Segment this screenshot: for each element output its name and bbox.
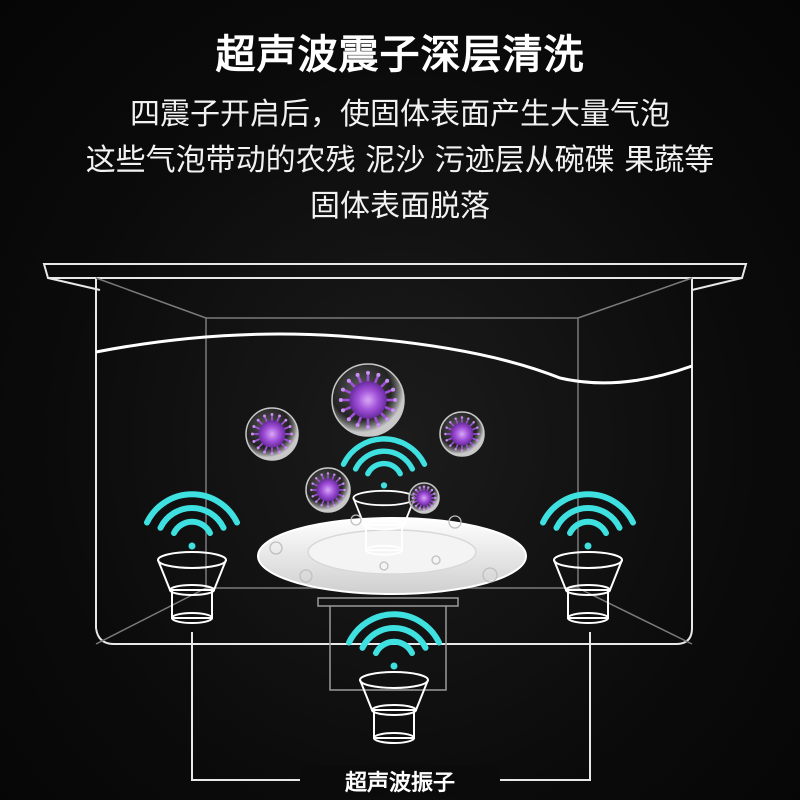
- germ-bubble-icon: [305, 467, 351, 513]
- ultrasonic-wave-icon: [540, 491, 636, 550]
- germ-bubble-icon: [331, 363, 405, 437]
- transducer-1: [144, 491, 240, 624]
- transducer-bracket: [191, 632, 591, 781]
- germ-group: [245, 363, 485, 514]
- transducer-4: [340, 436, 428, 556]
- plate: [257, 517, 527, 595]
- description-line-1: 四震子开启后，使固体表面产生大量气泡: [130, 97, 670, 132]
- transducer-group: [144, 436, 636, 744]
- germ-bubble-icon: [245, 407, 299, 461]
- small-bubble-icon: [269, 541, 283, 555]
- ultrasonic-wave-icon: [144, 491, 240, 550]
- germ-bubble-icon: [408, 482, 440, 514]
- small-bubble-icon: [448, 515, 462, 529]
- bubble-group: [269, 514, 498, 583]
- drain-basket: [317, 597, 459, 691]
- page-title: 超声波震子深层清洗: [215, 32, 585, 78]
- transducer-3: [346, 611, 442, 744]
- transducer-label: 超声波振子: [300, 765, 500, 797]
- ultrasonic-wave-icon: [340, 436, 428, 489]
- description-line-3: 固体表面脱落: [310, 189, 490, 224]
- transducer-body: [359, 671, 429, 744]
- germ-bubble-icon: [439, 411, 485, 457]
- small-bubble-icon: [431, 555, 441, 565]
- small-bubble-icon: [482, 567, 498, 583]
- ultrasonic-wave-icon: [346, 611, 442, 670]
- description-line-2: 这些气泡带动的农残 泥沙 污迹层从碗碟 果蔬等: [85, 143, 715, 178]
- small-bubble-icon: [379, 561, 389, 571]
- small-bubble-icon: [299, 569, 313, 583]
- transducer-body: [553, 551, 623, 624]
- sink-rim: [42, 263, 748, 291]
- small-bubble-icon: [350, 514, 362, 526]
- transducer-2: [540, 491, 636, 624]
- water-surface: [95, 332, 693, 385]
- transducer-body: [157, 551, 227, 624]
